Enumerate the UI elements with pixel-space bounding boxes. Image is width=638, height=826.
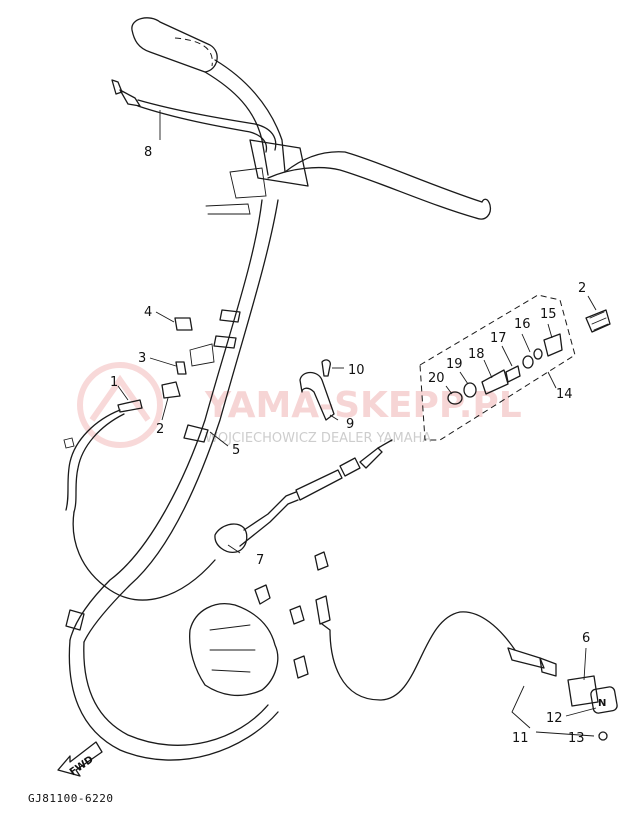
clamp [299, 359, 335, 421]
callout-9: 9 [346, 417, 354, 432]
callout-6: 6 [582, 631, 590, 646]
small-parts: N [567, 675, 618, 741]
callout-4: 4 [144, 305, 152, 320]
callout-10: 10 [348, 363, 365, 378]
main-cable-bundle [65, 199, 279, 761]
fwd-label: FWD [68, 754, 96, 778]
watermark-sub-text: WOJCIECHOWICZ DEALER YAMAHA [205, 431, 431, 446]
fwd-arrow: FWD [57, 741, 103, 778]
callout-17: 17 [490, 331, 507, 346]
callout-15: 15 [540, 307, 557, 322]
callout-1: 1 [110, 375, 118, 390]
watermark-logo-icon [77, 362, 163, 448]
callout-14: 14 [556, 387, 573, 402]
callout-8: 8 [144, 145, 152, 160]
callout-5: 5 [232, 443, 240, 458]
callout-16: 16 [514, 317, 531, 332]
fitting-group [419, 294, 611, 441]
handlebar [131, 17, 492, 220]
fwd-arrow-icon [57, 741, 103, 777]
callout-3: 3 [138, 351, 146, 366]
watermark-main-text: YAMA-SKEPP.PL [204, 385, 522, 426]
callout-20: 20 [428, 371, 445, 386]
diagram-code: GJ81100-6220 [28, 792, 113, 805]
throttle-cable [111, 79, 277, 153]
speedo-cable [214, 439, 393, 553]
svg-text:N: N [598, 698, 606, 709]
callout-2-right: 2 [578, 281, 586, 296]
callout-12: 12 [546, 711, 563, 726]
callout-7: 7 [256, 553, 264, 568]
bracket [161, 317, 215, 399]
callout-19: 19 [446, 357, 463, 372]
watermark-logo-mark [89, 374, 151, 422]
callout-2-left: 2 [156, 422, 164, 437]
leader-lines [117, 110, 597, 737]
cable-1 [63, 399, 216, 601]
engine-area [189, 551, 557, 701]
callout-13: 13 [568, 731, 585, 746]
callout-labels: 1 2 2 3 4 5 6 7 8 9 10 11 12 13 14 15 16… [110, 145, 590, 746]
watermark: YAMA-SKEPP.PL WOJCIECHOWICZ DEALER YAMAH… [77, 362, 522, 448]
callout-18: 18 [468, 347, 485, 362]
callout-11: 11 [512, 731, 529, 746]
